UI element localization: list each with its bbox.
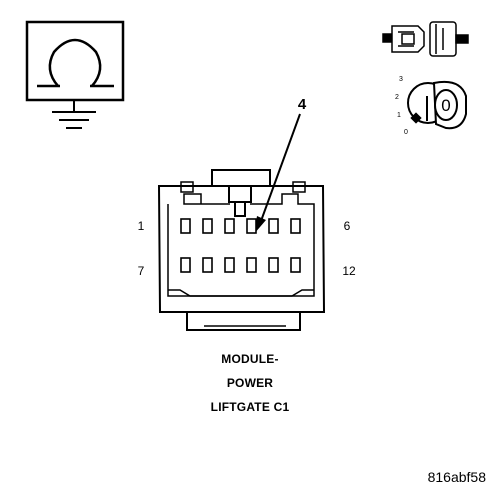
pin-cavity-9 — [224, 257, 235, 273]
reference-code: 816abf58 — [427, 469, 486, 485]
ignition-key-icon — [407, 80, 467, 130]
pin-label-7: 7 — [138, 264, 145, 278]
disconnected-connector-icon — [382, 21, 469, 57]
pin-cavity-7 — [180, 257, 191, 273]
pin-cavity-6 — [290, 218, 301, 234]
pin-cavity-2 — [202, 218, 213, 234]
pin-label-1: 1 — [138, 219, 145, 233]
ignition-key-label: 0 — [441, 96, 450, 115]
ignition-position-0: 0 — [404, 129, 408, 136]
pin-grid — [180, 218, 301, 273]
ohmmeter-symbol — [25, 20, 125, 102]
connector-caption-line-2: POWER — [226, 376, 274, 390]
connector-body — [157, 169, 326, 331]
pin-cavity-12 — [290, 257, 301, 273]
pin-cavity-5 — [268, 218, 279, 234]
pin-cavity-8 — [202, 257, 213, 273]
connector-caption-line-3: LIFTGATE C1 — [210, 400, 290, 414]
ignition-position-2: 2 — [395, 94, 399, 101]
pin-cavity-10 — [246, 257, 257, 273]
ignition-position-labels: 3 2 1 0 — [395, 76, 408, 136]
pin-cavity-1 — [180, 218, 191, 234]
pin-callout-arrow — [254, 113, 301, 234]
ignition-position-3: 3 — [399, 76, 403, 83]
pin-cavity-4 — [246, 218, 257, 234]
connector-caption-line-1: MODULE- — [221, 352, 279, 366]
ignition-position-1: 1 — [397, 112, 401, 119]
pin-label-6: 6 — [344, 219, 351, 233]
pin-label-12: 12 — [342, 264, 356, 278]
pin-callout-label: 4 — [298, 96, 307, 113]
ground-icon — [52, 100, 96, 129]
pin-cavity-11 — [268, 257, 279, 273]
pin-number-labels: 1 6 7 12 — [138, 219, 356, 278]
pin-cavity-3 — [224, 218, 235, 234]
